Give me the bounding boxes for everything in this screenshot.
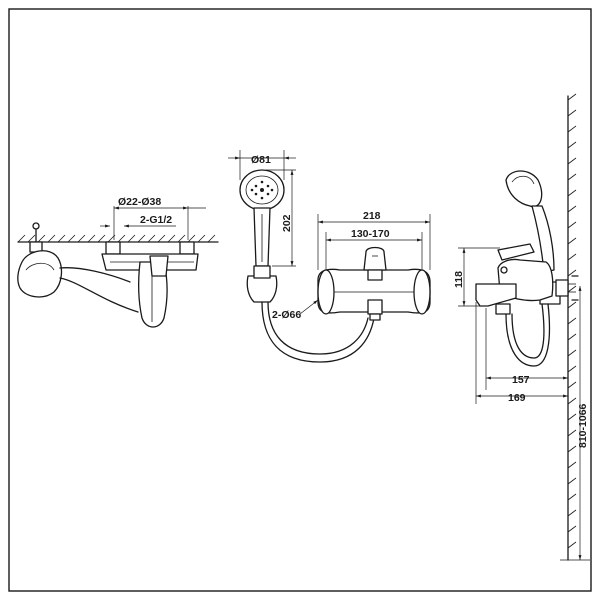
label-2-d66: 2-Ø66 bbox=[272, 309, 301, 321]
hose-plan-lower bbox=[59, 277, 139, 313]
hand-shower-head-side bbox=[505, 170, 543, 208]
label-130-170: 130-170 bbox=[351, 228, 390, 240]
lever-plan bbox=[149, 255, 169, 277]
wall-hatch-plan bbox=[17, 234, 216, 243]
shower-holder-front bbox=[246, 275, 278, 303]
label-d81: Ø81 bbox=[251, 154, 271, 166]
wall-hatch-side bbox=[567, 93, 577, 549]
label-218: 218 bbox=[363, 210, 381, 222]
label-d22-38: Ø22-Ø38 bbox=[118, 196, 161, 208]
lever-front bbox=[363, 246, 387, 271]
side-view: 118 157 169 810-1066 bbox=[453, 93, 590, 561]
label-g12: 2-G1/2 bbox=[140, 214, 172, 226]
drawing-frame bbox=[8, 8, 592, 592]
label-810-1066: 810-1066 bbox=[577, 403, 589, 448]
label-202: 202 bbox=[281, 214, 293, 232]
wall-cap-right bbox=[413, 269, 431, 315]
spout-side bbox=[475, 283, 517, 307]
label-169: 169 bbox=[508, 392, 526, 404]
hose-front-outer bbox=[261, 301, 375, 363]
shower-nozzles bbox=[250, 180, 274, 200]
spout-plan bbox=[138, 261, 168, 328]
wall-cap-left bbox=[317, 269, 335, 315]
label-157: 157 bbox=[512, 374, 530, 386]
hose-plan-upper bbox=[59, 267, 131, 283]
hand-shower-plan bbox=[17, 250, 63, 298]
outlet-front bbox=[367, 299, 383, 315]
plan-view: Ø22-Ø38 2-G1/2 bbox=[17, 196, 219, 328]
eccentric-connector-right bbox=[179, 241, 195, 255]
eccentric-connector-left bbox=[105, 241, 121, 255]
label-118: 118 bbox=[453, 271, 465, 288]
front-view: Ø81 202 218 130-170 2-Ø66 bbox=[228, 150, 431, 363]
hand-shower-handle-side bbox=[531, 205, 555, 273]
lever-side bbox=[497, 243, 535, 261]
hose-side bbox=[505, 303, 551, 367]
